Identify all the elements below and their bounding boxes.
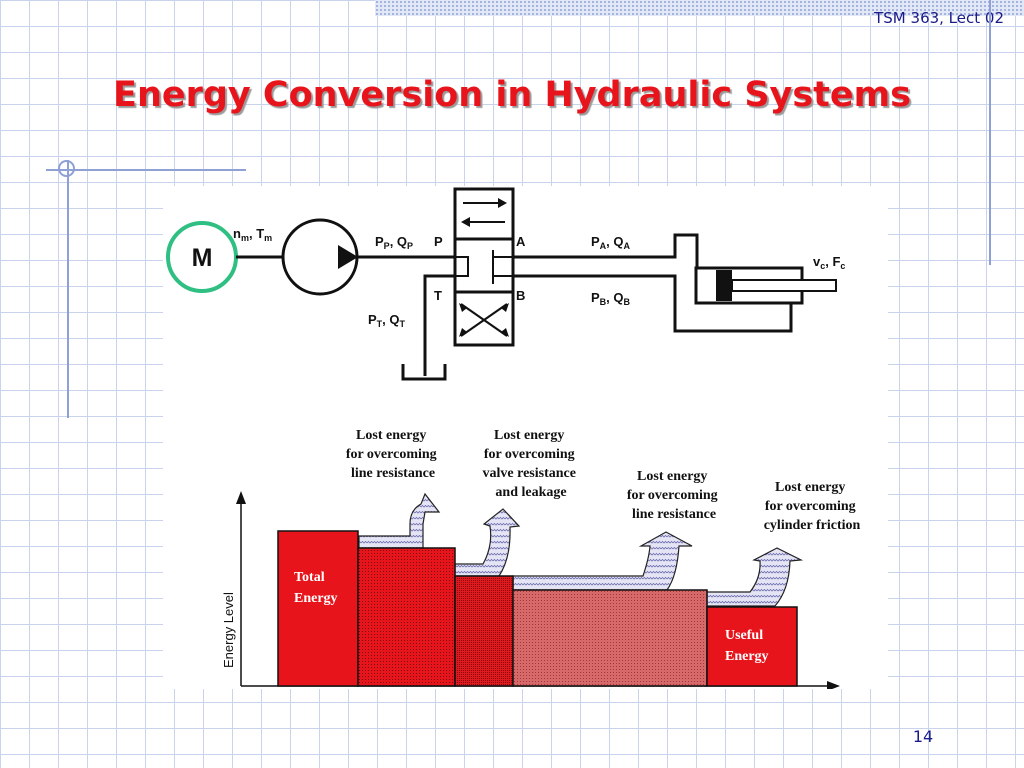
bar-total-label: Total Energy bbox=[294, 570, 338, 606]
loss-arrow-2 bbox=[454, 508, 521, 577]
port-a-label: A bbox=[516, 234, 526, 249]
bar-after-line-loss-2 bbox=[512, 589, 708, 687]
line-a-label: PA, QA bbox=[591, 234, 631, 251]
line-b bbox=[513, 274, 793, 333]
loss-note-4: Lost energy for overcoming cylinder fric… bbox=[764, 480, 861, 533]
course-label: TSM 363, Lect 02 bbox=[874, 9, 1004, 27]
line-b-label: PB, QB bbox=[591, 290, 631, 307]
page-number: 14 bbox=[912, 727, 934, 746]
header-band bbox=[375, 0, 1024, 16]
line-a bbox=[513, 233, 699, 268]
hydraulic-figure: M nm, Tm PP, QP P bbox=[163, 186, 888, 689]
decor-horizontal-line bbox=[46, 169, 246, 171]
loss-arrow-4 bbox=[706, 547, 804, 607]
y-axis-label: Energy Level bbox=[221, 592, 236, 668]
decor-vertical-line-right bbox=[989, 0, 991, 265]
energy-diagram: Energy Level Total Energy bbox=[221, 428, 860, 689]
figure-svg: M nm, Tm PP, QP P bbox=[166, 187, 860, 689]
bar-useful-label: Useful Energy bbox=[725, 628, 769, 664]
slide-title: Energy Conversion in Hydraulic Systems bbox=[113, 75, 911, 115]
decor-ring bbox=[58, 160, 75, 177]
tank-line bbox=[423, 274, 455, 376]
loss-note-2: Lost energy for overcoming valve resista… bbox=[483, 428, 580, 500]
bar-total-energy bbox=[277, 530, 359, 687]
x-axis-arrow-icon bbox=[827, 681, 840, 689]
motor-output-label: nm, Tm bbox=[233, 226, 272, 243]
bar-after-line-loss bbox=[357, 547, 456, 687]
cylinder-label: vc, Fc bbox=[813, 254, 845, 271]
motor-label: M bbox=[192, 244, 213, 272]
loss-arrow-3 bbox=[512, 531, 693, 591]
loss-note-1: Lost energy for overcoming line resistan… bbox=[346, 428, 440, 481]
y-axis-arrow-icon bbox=[236, 491, 246, 504]
bar-after-valve-loss bbox=[454, 575, 514, 687]
loss-note-3: Lost energy for overcoming line resistan… bbox=[627, 469, 721, 522]
port-t-label: T bbox=[434, 288, 442, 303]
port-p-label: P bbox=[434, 234, 443, 249]
tank-icon bbox=[401, 364, 447, 381]
directional-valve bbox=[453, 187, 515, 347]
loss-arrow-1 bbox=[358, 492, 441, 549]
decor-vertical-line-left bbox=[67, 160, 69, 418]
port-b-label: B bbox=[516, 288, 525, 303]
pump-out-label: PP, QP bbox=[375, 234, 413, 251]
hydraulic-circuit: M nm, Tm PP, QP P bbox=[166, 187, 845, 381]
tank-line-label: PT, QT bbox=[368, 312, 406, 329]
bar-useful-energy bbox=[706, 606, 798, 687]
pump-arrow-icon bbox=[338, 245, 358, 269]
cylinder-icon bbox=[694, 266, 837, 305]
